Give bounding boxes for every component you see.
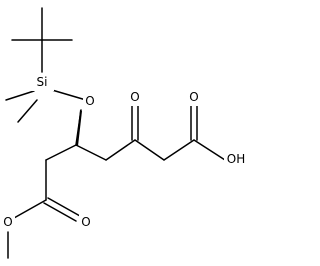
ether-oxygen-label: O bbox=[85, 94, 94, 108]
bond-c6-c7 bbox=[134, 139, 165, 161]
molecule-structure: Si O O O OH O O bbox=[1, 7, 248, 259]
stereo-wedge-bond bbox=[76, 110, 82, 146]
ester-carbonyl-oxygen-label: O bbox=[81, 215, 90, 229]
acid-hydroxyl-label: OH bbox=[227, 152, 245, 166]
ester-methoxy-oxygen-label: O bbox=[3, 215, 12, 229]
bond-c4-c5 bbox=[75, 144, 107, 161]
bond-ester-double-b bbox=[43, 202, 77, 222]
ketone-oxygen-label: O bbox=[130, 90, 139, 104]
bond-c8-oh bbox=[193, 139, 226, 161]
bond-c5-c6 bbox=[105, 139, 136, 161]
bond-c4-c3 bbox=[45, 144, 77, 161]
atom-labels: Si O O O OH O O bbox=[1, 73, 248, 231]
silicon-atom-label: Si bbox=[37, 75, 48, 89]
bond-c7-c8 bbox=[163, 139, 195, 161]
bond-si-methyl-left bbox=[5, 90, 35, 101]
bonds bbox=[5, 7, 226, 259]
bond-si-oxygen bbox=[51, 89, 87, 101]
bond-ester-double-a bbox=[47, 197, 81, 217]
acid-carbonyl-oxygen-label: O bbox=[189, 90, 198, 104]
bond-si-methyl-down bbox=[17, 99, 38, 123]
bond-ester-c-o bbox=[13, 199, 47, 219]
